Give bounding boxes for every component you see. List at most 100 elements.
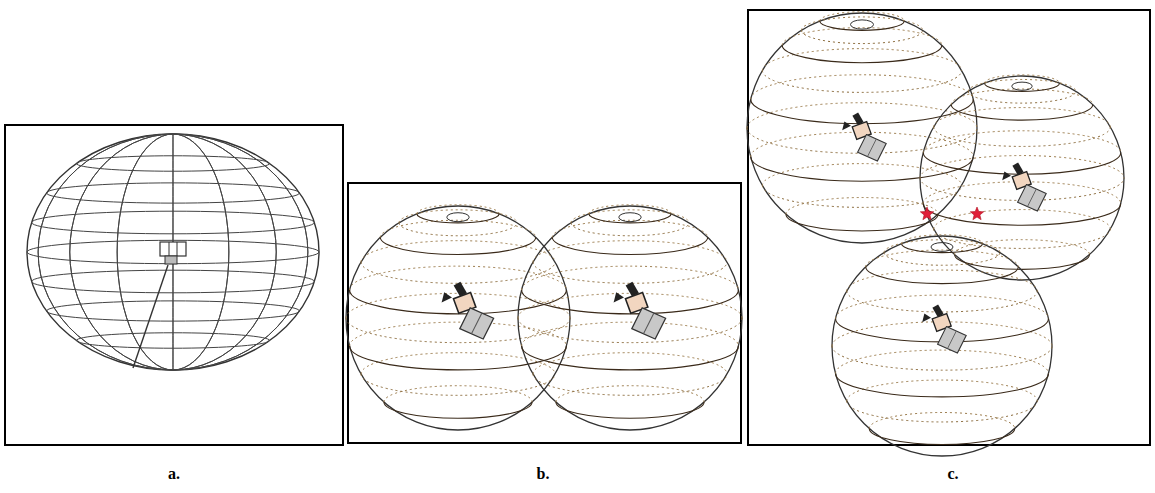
stroke xyxy=(361,353,555,374)
panel-label: a. xyxy=(168,465,180,483)
stroke xyxy=(922,313,931,322)
stroke xyxy=(399,223,517,236)
stroke xyxy=(931,243,953,252)
stroke xyxy=(32,270,315,293)
intersection-points xyxy=(920,207,983,220)
stroke xyxy=(169,242,170,256)
stroke xyxy=(76,156,269,171)
stroke xyxy=(619,213,641,222)
stroke xyxy=(571,210,689,223)
stroke xyxy=(762,49,961,71)
stroke xyxy=(938,327,967,353)
stroke xyxy=(951,105,1093,121)
stroke xyxy=(869,429,1015,445)
stroke xyxy=(644,313,654,334)
stroke xyxy=(968,79,1075,91)
spheres xyxy=(346,205,742,430)
stroke xyxy=(399,210,517,223)
stroke xyxy=(361,262,555,283)
stroke xyxy=(522,290,739,314)
stroke xyxy=(934,108,1111,127)
stroke xyxy=(835,374,1048,397)
panel-label: b. xyxy=(537,465,550,483)
stroke xyxy=(751,157,974,181)
stroke xyxy=(38,134,308,370)
stroke xyxy=(847,270,1038,291)
panel-label: c. xyxy=(947,465,958,483)
stroke xyxy=(847,291,1038,312)
stroke xyxy=(442,292,452,302)
stroke xyxy=(27,240,319,263)
intersection-star xyxy=(920,207,933,220)
stroke xyxy=(832,236,1052,456)
satellite-icon xyxy=(614,282,666,339)
stroke xyxy=(832,346,1052,370)
stroke xyxy=(884,240,1000,253)
stroke xyxy=(47,301,300,321)
stroke xyxy=(948,331,957,349)
stroke xyxy=(518,206,742,430)
stroke xyxy=(27,134,319,370)
stroke xyxy=(556,402,704,418)
stroke xyxy=(747,13,977,243)
stroke xyxy=(934,127,1111,146)
stroke xyxy=(533,241,727,262)
stroke xyxy=(762,71,961,93)
panel-frame xyxy=(5,125,343,445)
stroke xyxy=(361,374,555,395)
stroke xyxy=(70,134,276,370)
intersection-star xyxy=(970,207,983,220)
stroke xyxy=(346,318,570,343)
stroke xyxy=(350,322,567,346)
stroke xyxy=(32,211,315,234)
stroke xyxy=(522,322,739,346)
stroke xyxy=(847,401,1038,422)
stroke xyxy=(47,183,300,203)
stroke xyxy=(533,374,727,395)
stroke xyxy=(801,17,922,30)
panel-frame xyxy=(748,10,1150,445)
stroke xyxy=(380,237,535,254)
satellite-icon xyxy=(1002,162,1046,211)
stroke xyxy=(533,353,727,374)
stroke xyxy=(160,242,186,256)
stroke xyxy=(350,346,567,370)
stroke xyxy=(801,30,922,43)
range-line xyxy=(133,265,168,368)
stroke xyxy=(869,412,1015,428)
stroke xyxy=(751,75,974,99)
stroke xyxy=(522,346,739,370)
stroke xyxy=(934,210,1111,229)
stroke xyxy=(165,256,177,264)
stroke xyxy=(556,386,704,402)
globe xyxy=(27,134,319,370)
satellite-icon xyxy=(842,112,886,161)
stroke xyxy=(934,229,1111,248)
stroke xyxy=(786,214,938,231)
stroke xyxy=(632,308,666,339)
stroke xyxy=(847,380,1038,401)
satellite-icon xyxy=(160,242,186,264)
stroke xyxy=(868,139,877,157)
stroke xyxy=(923,204,1121,226)
stroke xyxy=(866,267,1019,284)
stroke xyxy=(920,76,1124,280)
stroke xyxy=(1002,171,1011,180)
panel-frame xyxy=(348,183,741,443)
stroke xyxy=(117,134,229,370)
stroke xyxy=(472,313,482,334)
stroke xyxy=(782,45,942,63)
stroke xyxy=(460,308,494,339)
stroke xyxy=(76,333,269,348)
stroke xyxy=(384,402,532,418)
stroke xyxy=(842,121,851,130)
stroke xyxy=(968,91,1075,103)
stroke xyxy=(1012,82,1032,90)
stroke xyxy=(786,198,938,215)
stroke xyxy=(346,206,570,430)
stroke xyxy=(762,164,961,186)
stroke xyxy=(447,213,469,222)
stroke xyxy=(361,241,555,262)
stroke xyxy=(858,135,887,161)
stroke xyxy=(884,253,1000,266)
